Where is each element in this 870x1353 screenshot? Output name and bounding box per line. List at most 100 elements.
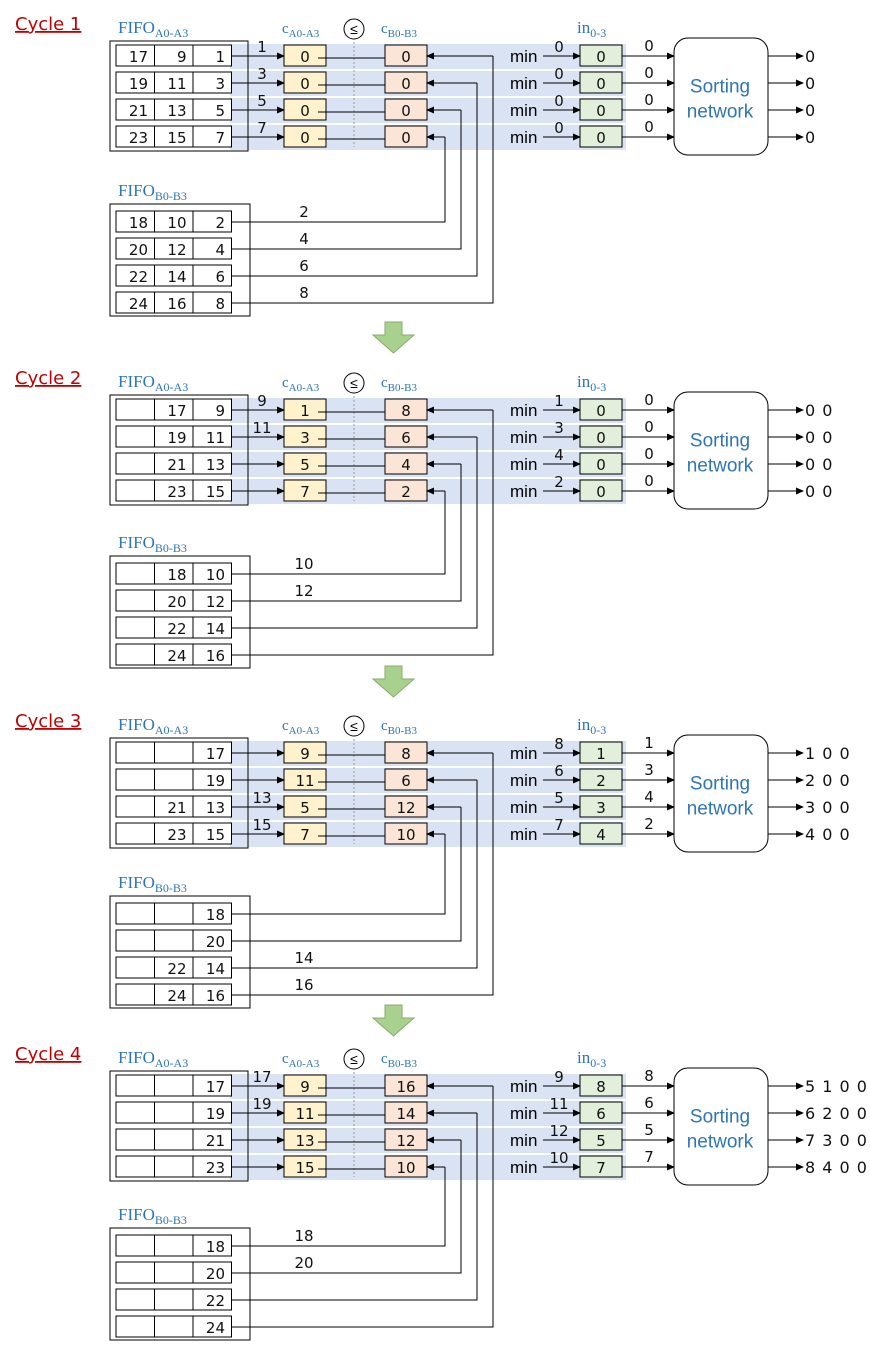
fifo-b-value: 8 — [215, 295, 225, 313]
fifo-b-wire-value: 12 — [294, 582, 313, 600]
fifo-a-wire-value: 9 — [257, 392, 267, 410]
fifo-a-cell — [115, 1101, 155, 1124]
sorting-network-box — [673, 734, 769, 853]
c-a-value: 1 — [300, 402, 310, 420]
output-value: 3 0 0 — [805, 798, 851, 817]
c-b-value: 6 — [401, 772, 411, 790]
sn-input-value: 8 — [644, 1067, 654, 1085]
in-value: 6 — [596, 1105, 606, 1123]
sorting-network-box — [673, 37, 769, 156]
fifo-b-value: 14 — [206, 960, 225, 978]
sorting-network-label: network — [687, 799, 754, 820]
fifo-a-box — [109, 394, 249, 506]
in-value: 5 — [596, 1132, 606, 1150]
min-value: 7 — [554, 816, 564, 834]
next-cycle-arrow-icon — [371, 1004, 416, 1037]
fifo-b-cell — [154, 929, 194, 952]
min-label: min — [510, 1077, 537, 1096]
fifo-b-title: FIFOB0-B3 — [118, 533, 187, 555]
c-b-title: cB0-B3 — [381, 1051, 418, 1070]
c-a-register — [283, 1101, 327, 1124]
sn-input-value: 4 — [644, 788, 654, 806]
c-a-register — [283, 479, 327, 502]
c-a-register — [283, 1155, 327, 1178]
fifo-b-wire-value: 10 — [294, 555, 313, 573]
min-value: 0 — [554, 92, 564, 110]
min-value: 2 — [554, 473, 564, 491]
in-value: 0 — [596, 456, 606, 474]
c-a-value: 7 — [300, 826, 310, 844]
min-label: min — [510, 128, 537, 147]
sorting-network-label: Sorting — [690, 431, 750, 452]
min-label: min — [510, 771, 537, 790]
in-value: 0 — [596, 102, 606, 120]
fifo-b-title: FIFOB0-B3 — [118, 873, 187, 895]
sorting-network-box — [673, 1067, 769, 1186]
fifo-a-wire-value: 1 — [257, 38, 267, 56]
fifo-b-wire-value: 20 — [294, 1254, 313, 1272]
c-a-value: 3 — [300, 429, 310, 447]
fifo-b-wire — [232, 110, 462, 250]
fifo-a-cell — [115, 822, 155, 845]
fifo-b-cell — [115, 929, 155, 952]
min-value: 5 — [554, 789, 564, 807]
fifo-b-value: 4 — [215, 241, 225, 259]
c-b-title: cB0-B3 — [381, 375, 418, 394]
fifo-a-value: 21 — [129, 102, 148, 120]
sorting-network-label: Sorting — [690, 77, 750, 98]
fifo-a-value: 17 — [167, 402, 186, 420]
fifo-b-cell — [192, 956, 232, 979]
min-value: 0 — [554, 38, 564, 56]
c-a-title: cA0-A3 — [282, 21, 320, 40]
fifo-b-value: 18 — [129, 214, 148, 232]
in-title: in0-3 — [577, 18, 606, 40]
fifo-b-cell — [154, 1234, 194, 1257]
fifo-b-wire — [232, 83, 478, 277]
c-a-register — [283, 398, 327, 421]
fifo-b-wire — [232, 1113, 478, 1301]
fifo-b-cell — [154, 1315, 194, 1338]
c-a-title: cA0-A3 — [282, 375, 320, 394]
fifo-b-cell — [192, 589, 232, 612]
fifo-a-cell — [154, 44, 194, 67]
fifo-a-value: 23 — [206, 1159, 225, 1177]
in-value: 0 — [596, 429, 606, 447]
fifo-b-cell — [115, 1288, 155, 1311]
c-b-value: 4 — [401, 456, 411, 474]
fifo-b-box — [109, 1227, 251, 1341]
fifo-a-value: 17 — [129, 48, 148, 66]
fifo-b-value: 24 — [206, 1319, 225, 1337]
fifo-b-cell — [115, 1261, 155, 1284]
min-value: 4 — [554, 446, 564, 464]
fifo-a-cell — [192, 398, 232, 421]
fifo-b-cell — [192, 237, 232, 260]
fifo-b-value: 14 — [167, 268, 186, 286]
min-label: min — [510, 1158, 537, 1177]
c-b-title: cB0-B3 — [381, 21, 418, 40]
min-label: min — [510, 798, 537, 817]
sn-input-value: 0 — [644, 391, 654, 409]
min-value: 6 — [554, 762, 564, 780]
next-cycle-arrow-icon — [371, 321, 416, 354]
sn-input-value: 0 — [644, 37, 654, 55]
next-cycle-arrow-icon — [371, 665, 416, 698]
fifo-a-wire-value: 13 — [252, 789, 271, 807]
fifo-a-value: 23 — [129, 129, 148, 147]
fifo-b-title: FIFOB0-B3 — [118, 1205, 187, 1227]
output-value: 0 — [805, 128, 816, 147]
sorting-network-label: network — [687, 456, 754, 477]
output-value: 4 0 0 — [805, 825, 851, 844]
in-value: 4 — [596, 826, 606, 844]
fifo-a-box — [109, 40, 249, 152]
fifo-b-value: 12 — [206, 593, 225, 611]
c-b-value: 16 — [396, 1078, 415, 1096]
fifo-b-cell — [192, 643, 232, 666]
fifo-a-cell — [115, 795, 155, 818]
min-label: min — [510, 101, 537, 120]
fifo-a-cell — [115, 398, 155, 421]
c-a-value: 0 — [300, 48, 310, 66]
min-label: min — [510, 455, 537, 474]
